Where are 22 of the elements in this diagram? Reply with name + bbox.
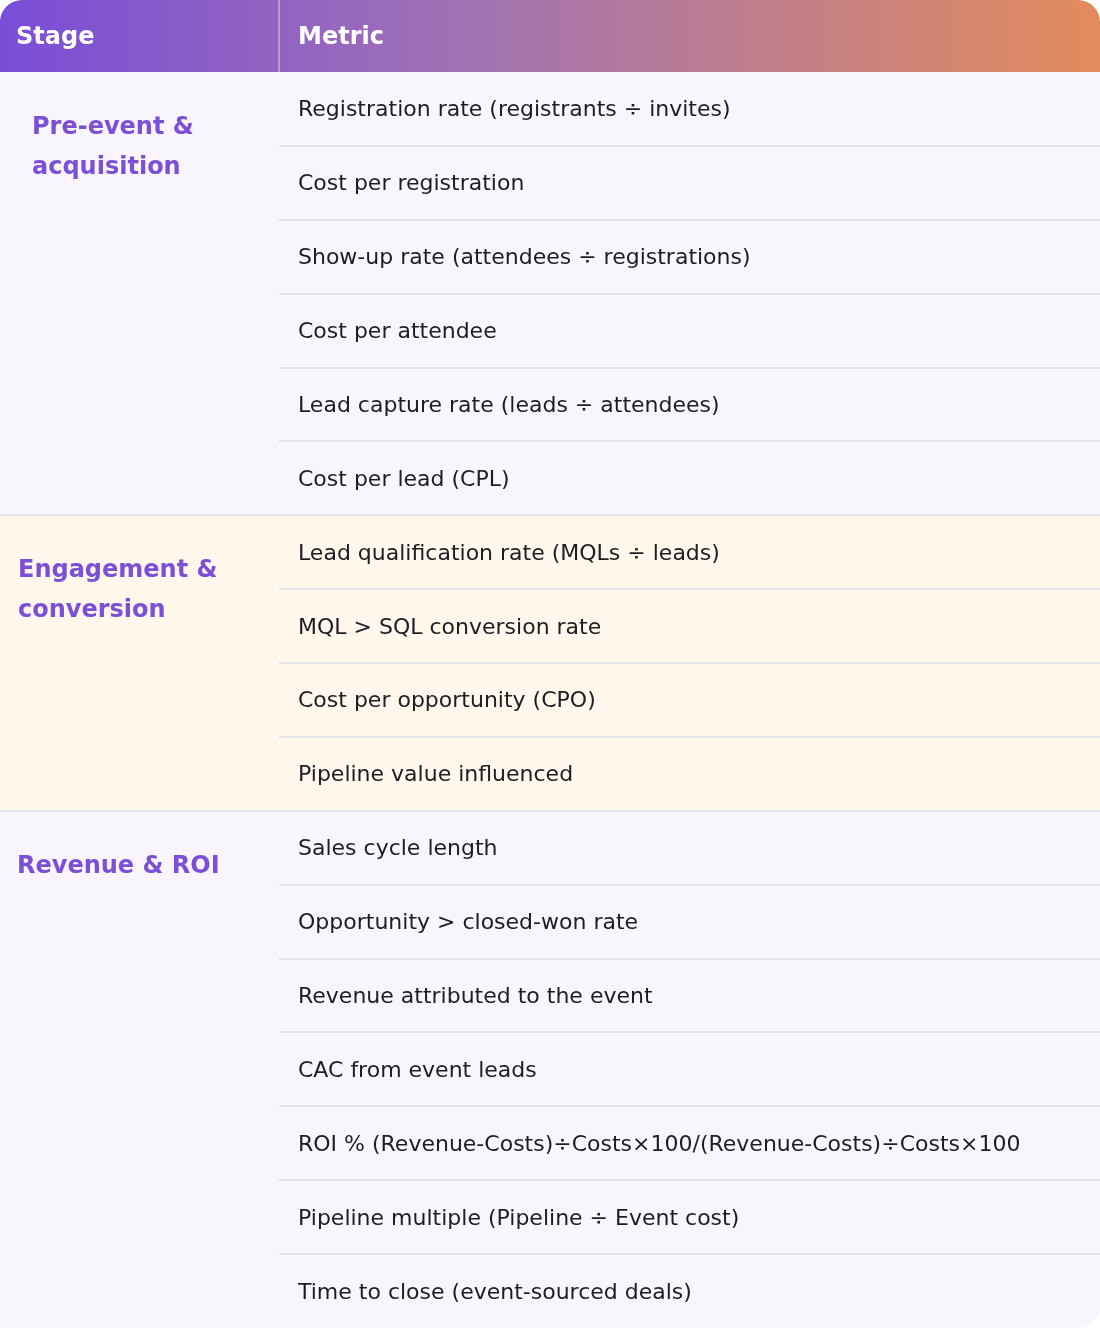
column-header: Stage [16,21,95,52]
stage-label: Engagement & conversion [18,554,219,626]
metric-cell: MQL > SQL conversion rate [298,613,602,639]
metric-cell: CAC from event leads [298,1056,537,1082]
metric-cell: Pipeline value influenced [298,761,574,787]
metric-cell: Time to close (event-sourced deals) [298,1278,692,1304]
column-header: Metric [298,21,384,52]
metric-cell: Revenue attributed to the event [298,983,653,1008]
metric-cell: Registration rate (registrants ÷ invites) [298,96,731,122]
stage-label: Pre-event & acquisition [32,111,195,182]
metric-cell: Cost per opportunity (CPO) [298,687,596,713]
metric-cell: Pipeline multiple (Pipeline ÷ Event cost) [298,1204,740,1230]
metric-cell: Lead capture rate (leads ÷ attendees) [298,391,720,417]
metric-cell: Cost per lead (CPL) [298,465,510,491]
metric-cell: Sales cycle length [298,835,498,861]
metric-cell: Cost per registration [298,170,525,196]
stage-label: Revenue & ROI [17,849,221,881]
metric-cell: ROI % (Revenue-Costs)÷Costs×100/(Revenue-Costs)÷Costs×100 [298,1130,1021,1156]
metric-cell: Cost per attendee [298,318,497,344]
metric-cell: Show-up rate (attendees ÷ registrations) [298,244,751,270]
metric-cell: Lead qualification rate (MQLs ÷ leads) [298,539,720,565]
metric-cell: Opportunity > closed-won rate [298,909,639,935]
